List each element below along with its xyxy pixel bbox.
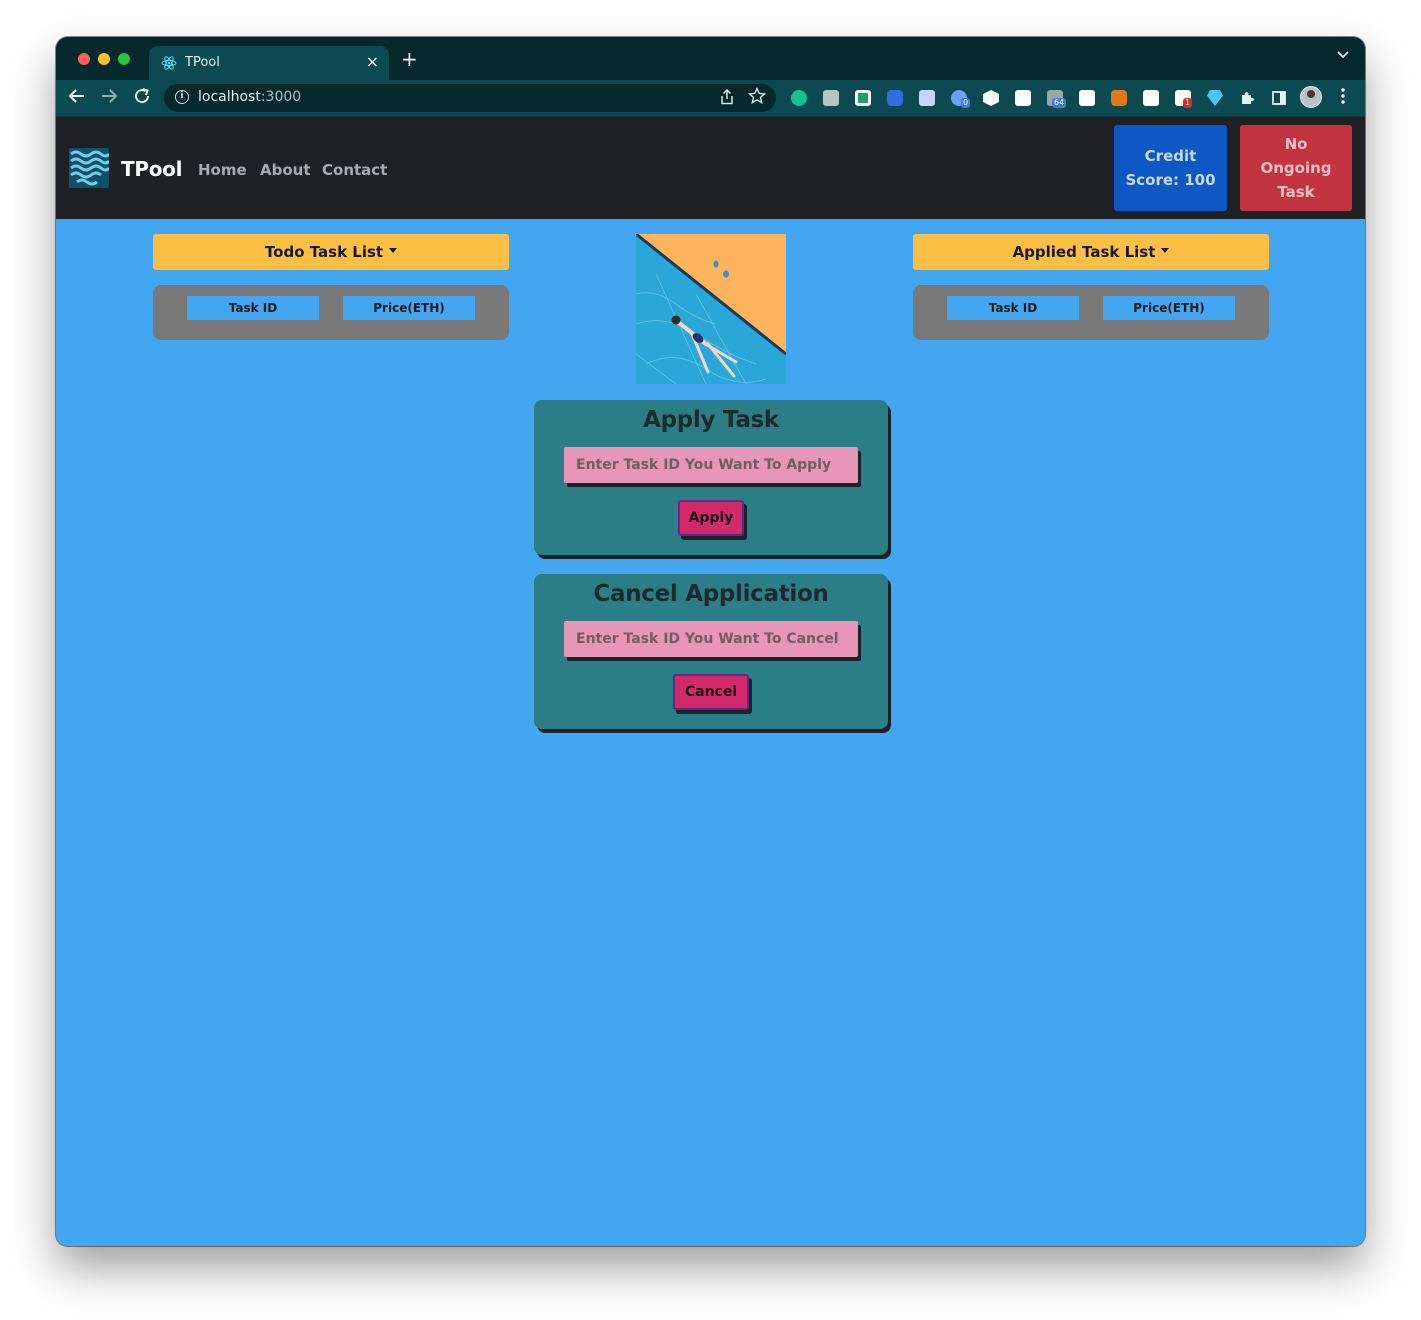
ongoing-task-line3: Task [1277,183,1315,201]
swimmer-pool-illustration [636,234,786,384]
extension-icon[interactable] [919,90,935,106]
applied-task-list-dropdown[interactable]: Applied Task List [913,234,1269,270]
cancel-application-title: Cancel Application [593,581,829,607]
forward-arrow-icon[interactable] [100,87,118,105]
notion-extension-icon[interactable] [1015,90,1031,106]
brand-name[interactable]: TPool [121,157,183,181]
tpool-waves-logo-icon[interactable] [69,148,109,188]
nav-link-home[interactable]: Home [198,161,247,179]
extension-icon[interactable] [855,90,871,106]
ongoing-task-line2: Ongoing [1260,159,1332,177]
cancel-application-card: Cancel Application Cancel [534,574,888,729]
url-host: localhost [198,89,261,105]
tab-strip: TPool × + [56,37,1365,80]
nav-link-contact[interactable]: Contact [322,161,388,179]
url-port: :3000 [260,89,302,105]
side-panel-icon[interactable] [1271,90,1287,106]
extension-badge: 0 [961,98,971,108]
readwise-extension-icon[interactable] [1079,90,1095,106]
credit-score-badge: Credit Score: 100 [1114,125,1227,211]
apply-task-id-input[interactable] [564,447,858,483]
ongoing-task-badge: No Ongoing Task [1240,125,1352,211]
apply-task-card: Apply Task Apply [534,400,888,555]
dropdown-caret-icon [389,247,398,253]
close-window-button[interactable] [78,53,90,65]
ongoing-task-line1: No [1284,135,1308,153]
browser-tab[interactable]: TPool × [149,46,389,80]
todo-task-table: Task ID Price(ETH) [153,285,509,340]
browser-window: TPool × + i localhost:3000 [56,37,1365,1246]
cancel-button[interactable]: Cancel [673,674,749,710]
apply-task-title: Apply Task [643,407,779,433]
metamask-fox-icon[interactable] [1111,90,1127,106]
browser-toolbar: i localhost:3000 0 64 1 [56,80,1365,117]
credit-score-line1: Credit [1144,147,1197,165]
reload-icon[interactable] [133,87,151,105]
kebab-menu-icon[interactable] [1340,87,1346,105]
minimize-window-button[interactable] [98,53,110,65]
react-favicon-icon [161,56,177,70]
table-header-task-id: Task ID [947,296,1079,320]
gem-extension-icon[interactable] [1207,90,1223,106]
tab-search-chevron-icon[interactable] [1337,51,1349,59]
share-icon[interactable] [720,89,734,105]
extension-badge: 64 [1052,98,1067,108]
applied-task-table: Task ID Price(ETH) [913,285,1269,340]
applied-dropdown-label: Applied Task List [1012,243,1156,261]
cancel-task-id-input[interactable] [564,621,858,657]
address-bar[interactable]: i localhost:3000 [164,84,776,112]
puzzle-extensions-icon[interactable] [1239,90,1255,106]
url-text[interactable]: localhost:3000 [198,89,301,105]
dropdown-caret-icon [1161,247,1170,253]
extension-badge: 1 [1183,98,1193,108]
back-arrow-icon[interactable] [68,87,86,105]
table-header-task-id: Task ID [187,296,319,320]
nav-link-about[interactable]: About [260,161,311,179]
tab-title: TPool [185,55,220,70]
new-tab-button[interactable]: + [401,47,418,71]
tab-close-icon[interactable]: × [365,52,379,71]
table-header-price: Price(ETH) [1103,296,1235,320]
grammarly-extension-icon[interactable] [791,90,807,106]
todo-dropdown-label: Todo Task List [264,243,384,261]
todo-task-list-dropdown[interactable]: Todo Task List [153,234,509,270]
table-header-price: Price(ETH) [343,296,475,320]
instapaper-extension-icon[interactable] [1143,90,1159,106]
bookmark-star-icon[interactable] [748,87,766,105]
app-navbar: TPool Home About Contact Credit Score: 1… [56,117,1365,219]
maximize-window-button[interactable] [118,53,130,65]
apply-button[interactable]: Apply [678,500,744,536]
page-content: TPool Home About Contact Credit Score: 1… [56,117,1365,1246]
hexagon-extension-icon[interactable] [983,90,999,106]
site-info-icon[interactable]: i [175,90,189,104]
extension-icon[interactable] [887,90,903,106]
credit-score-line2: Score: 100 [1125,171,1216,189]
extension-icon[interactable] [823,90,839,106]
profile-avatar[interactable] [1300,86,1322,108]
